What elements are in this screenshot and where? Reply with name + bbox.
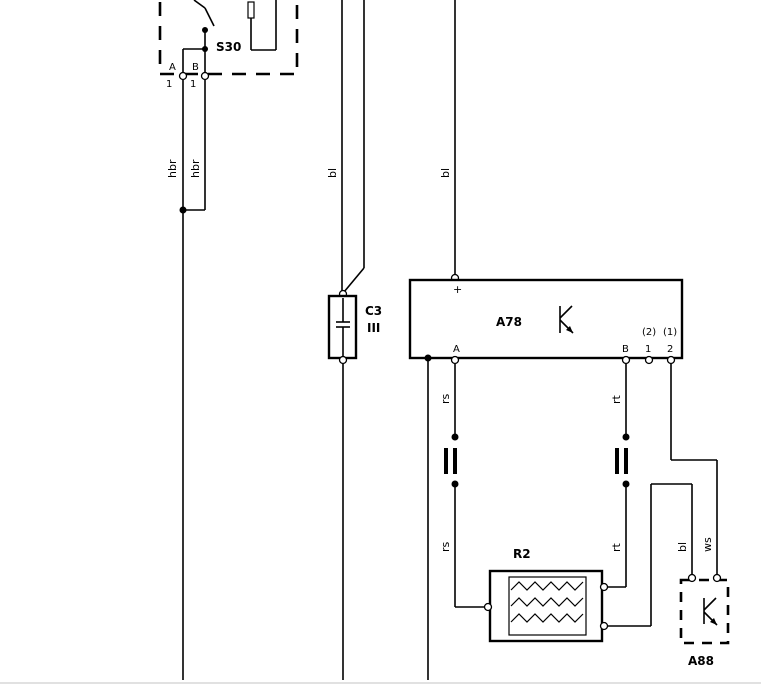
rs-wire: rs rs xyxy=(439,364,486,608)
c3-sublabel: III xyxy=(367,321,380,335)
transistor-icon xyxy=(703,597,718,626)
wire-label-a78-feed: bl xyxy=(439,168,452,178)
c3-label: C3 xyxy=(365,304,382,318)
s30-pin-a: A xyxy=(169,62,176,73)
wire-label-hbr-a: hbr xyxy=(166,159,179,178)
a78-alt-pin-2: (1) xyxy=(663,327,677,338)
wire-label-c3-feed: bl xyxy=(326,168,339,178)
s30-pin-a-num: 1 xyxy=(166,79,172,90)
a78-plus-label: + xyxy=(453,283,462,296)
bl-wire-a88: bl xyxy=(608,483,693,627)
a78-pin-1: 1 xyxy=(645,344,651,355)
a78-pin-b: B xyxy=(622,344,629,355)
wire-label-rt-lower: rt xyxy=(610,542,623,552)
wire-label-a88-bl: bl xyxy=(676,542,689,552)
wire-label-a88-ws: ws xyxy=(701,537,714,552)
s30-label: S30 xyxy=(216,40,241,54)
wire-label-rs-upper: rs xyxy=(439,393,452,404)
a78-alt-pin-1: (2) xyxy=(642,327,656,338)
a88-sensor: A88 xyxy=(679,573,730,668)
r2-label: R2 xyxy=(513,547,531,561)
a78-module: bl + A78 A B 1 2 (2) (1) xyxy=(408,0,684,365)
a78-pin-a: A xyxy=(453,344,460,355)
wire-label-hbr-b: hbr xyxy=(189,159,202,178)
a88-label: A88 xyxy=(688,654,714,668)
r2-heater: R2 xyxy=(483,547,609,643)
a78-pin-2: 2 xyxy=(667,344,673,355)
s30-pin-b: B xyxy=(192,62,199,73)
wire-label-rt-upper: rt xyxy=(610,394,623,404)
hbr-wires: hbr hbr xyxy=(166,80,206,680)
s30-pin-b-num: 1 xyxy=(190,79,196,90)
transistor-icon xyxy=(559,305,574,334)
ws-wire-a88: ws xyxy=(670,364,718,575)
s30-switch: S30 A B 1 1 xyxy=(158,0,299,90)
rt-wire: rt rt xyxy=(606,364,630,588)
c3-capacitor: C3 III bl xyxy=(326,0,382,680)
wire-label-rs-lower: rs xyxy=(439,541,452,552)
a78-label: A78 xyxy=(496,315,522,329)
